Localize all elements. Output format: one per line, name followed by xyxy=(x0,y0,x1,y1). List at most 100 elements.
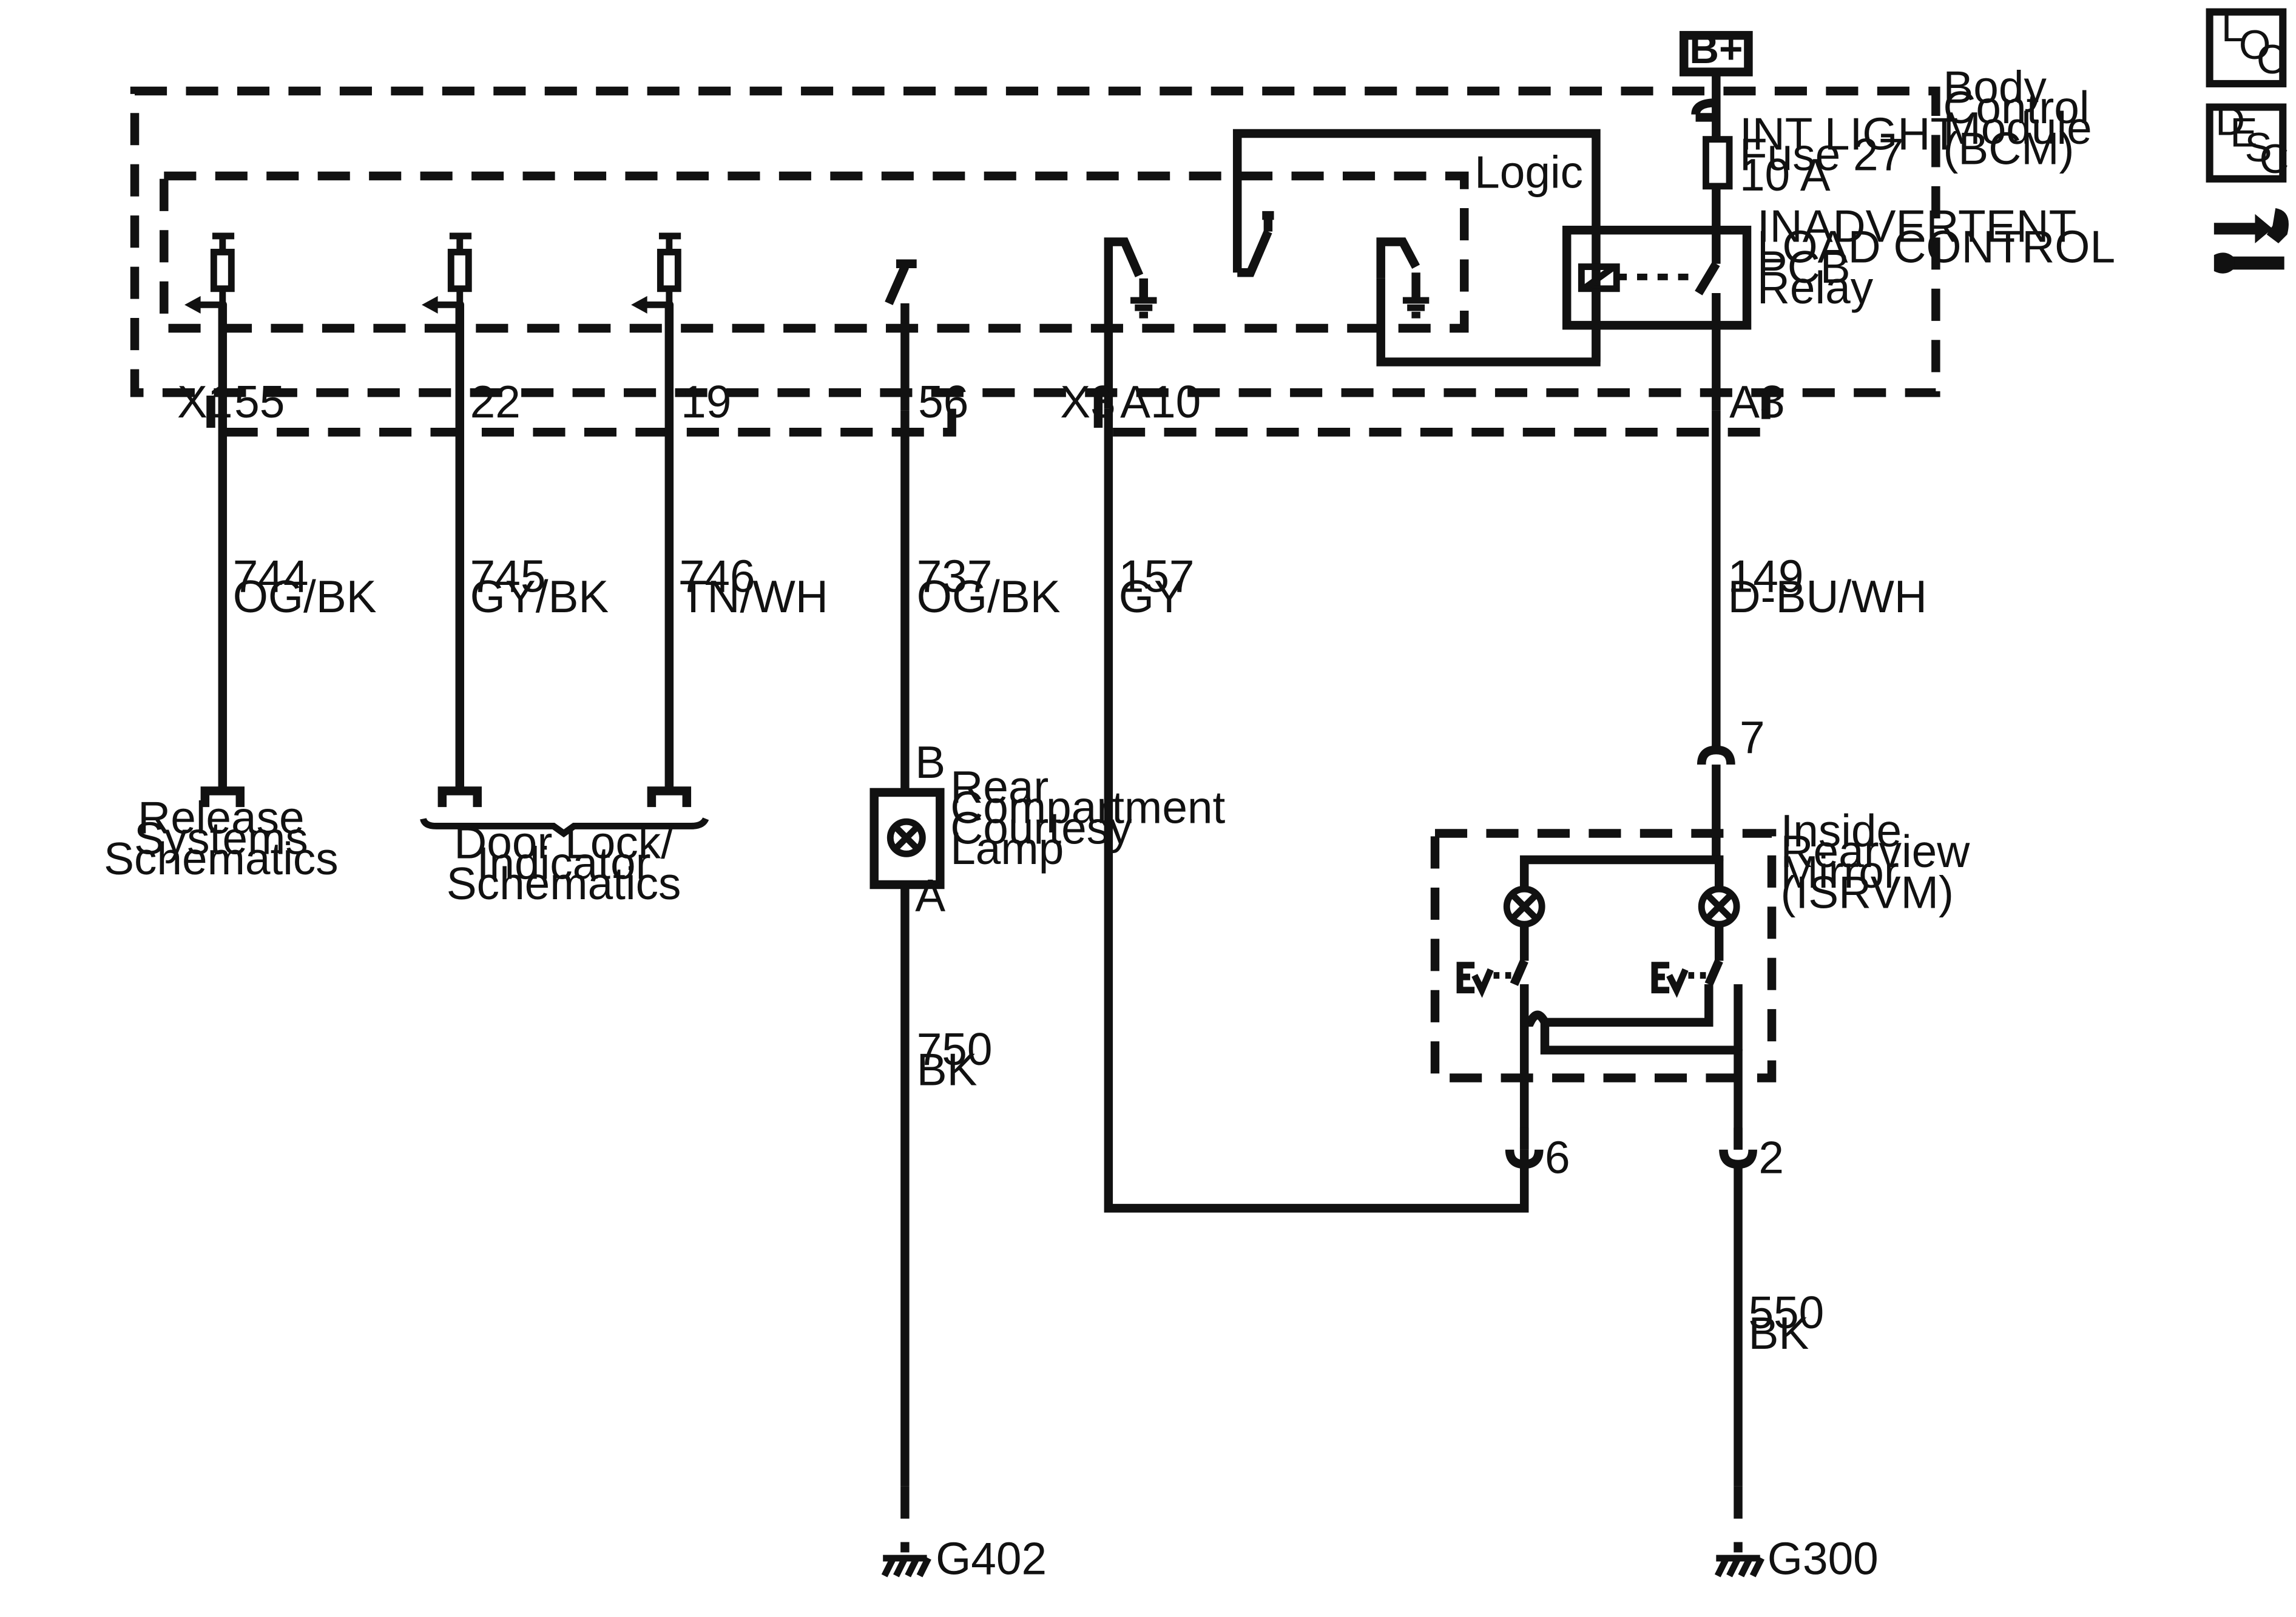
svg-text:Control: Control xyxy=(1943,82,2089,133)
svg-text:6: 6 xyxy=(1545,1132,1570,1183)
rear-courtesy-lamp[interactable]: B A Rear Compartment Courtesy Lamp xyxy=(869,737,1226,921)
power-label: B+ xyxy=(1689,27,1743,72)
svg-text:BK: BK xyxy=(917,1044,977,1095)
bcm-label: Body Control Module (BCM) xyxy=(1943,61,2092,174)
svg-text:745: 745 xyxy=(470,550,546,601)
wire-157[interactable]: 157 GY xyxy=(1104,408,1529,1213)
svg-text:D-BU/WH: D-BU/WH xyxy=(1728,571,1927,622)
lamp-pin-a: A xyxy=(915,869,945,920)
fuse-id: Fuse 27 xyxy=(1740,129,1903,180)
svg-text:(ISRVM): (ISRVM) xyxy=(1781,867,1954,918)
svg-text:Compartment: Compartment xyxy=(950,782,1225,833)
svg-text:746: 746 xyxy=(680,550,755,601)
door-lock-ref[interactable]: Door Lock/ Indicator Schematics xyxy=(420,817,709,910)
svg-text:G402: G402 xyxy=(936,1533,1047,1584)
output-driver-19 xyxy=(631,232,681,314)
ground-g300[interactable]: G300 xyxy=(1714,1533,1879,1584)
connector-repair-icon[interactable] xyxy=(2213,208,2289,274)
connector-pin-2[interactable]: 2 xyxy=(1719,1127,1784,1183)
svg-text:C: C xyxy=(2257,37,2286,83)
svg-text:LOAD CONTROL: LOAD CONTROL xyxy=(1757,221,2115,272)
svg-text:Lamp: Lamp xyxy=(950,823,1064,874)
connector-pin-6[interactable]: 6 xyxy=(1505,1127,1570,1183)
svg-text:OG/BK: OG/BK xyxy=(233,571,377,622)
pin-a10: A10 xyxy=(1120,376,1201,427)
svg-text:BK: BK xyxy=(1748,1308,1809,1359)
svg-text:157: 157 xyxy=(1119,550,1195,601)
svg-text:149: 149 xyxy=(1728,550,1804,601)
wire-745[interactable]: 745 GY/BK xyxy=(437,305,609,808)
svg-text:Systems: Systems xyxy=(134,812,308,863)
wire-744[interactable]: 744 OG/BK xyxy=(200,305,377,808)
isrvm-lamp-right xyxy=(1698,885,1740,928)
isrvm-label: Inside Rearview Mirror (ISRVM) xyxy=(1781,805,1971,917)
fuse-rating: 10 A xyxy=(1740,149,1831,200)
power-source[interactable]: B+ xyxy=(1680,27,1753,76)
bcm-boundary xyxy=(130,86,1940,397)
connector-x1[interactable]: X1 55 22 19 56 xyxy=(177,376,968,437)
svg-text:Module: Module xyxy=(1943,103,2092,154)
svg-text:(BCM): (BCM) xyxy=(1943,123,2074,174)
svg-text:GY: GY xyxy=(1119,571,1184,622)
logic-label: Logic xyxy=(1474,146,1583,197)
svg-text:PCB: PCB xyxy=(1757,241,1851,292)
wire-550[interactable]: 550 BK xyxy=(1734,1164,1825,1553)
svg-text:Courtesy: Courtesy xyxy=(950,802,1132,853)
svg-text:750: 750 xyxy=(917,1024,993,1075)
output-driver-55 xyxy=(184,232,235,314)
svg-text:TN/WH: TN/WH xyxy=(680,571,828,622)
svg-text:D: D xyxy=(2215,98,2245,144)
wire-750[interactable]: 750 BK xyxy=(900,884,993,1553)
svg-text:Schematics: Schematics xyxy=(104,833,339,884)
output-driver-22 xyxy=(422,232,472,314)
svg-text:Inside: Inside xyxy=(1781,805,1902,856)
pin-19: 19 xyxy=(681,376,731,427)
int-light-fuse[interactable]: INT LIGHT Fuse 27 10 A xyxy=(1703,109,1958,201)
svg-text:Indicator: Indicator xyxy=(477,837,651,888)
pin-22: 22 xyxy=(470,376,521,427)
svg-text:7: 7 xyxy=(1740,712,1765,763)
svg-text:Rear: Rear xyxy=(950,761,1048,812)
svg-text:737: 737 xyxy=(917,550,993,601)
logic-ground-switch xyxy=(1376,237,1430,319)
svg-text:Mirror: Mirror xyxy=(1781,846,1899,897)
release-systems-ref[interactable]: Release Systems Schematics xyxy=(104,792,339,885)
svg-text:GY/BK: GY/BK xyxy=(470,571,609,622)
description-icon[interactable]: D E S C xyxy=(2206,98,2289,183)
svg-text:Relay: Relay xyxy=(1757,262,1874,313)
svg-text:Release: Release xyxy=(138,792,304,843)
power-feed-wire xyxy=(1691,72,1721,140)
electrochromic-symbol-left xyxy=(1456,962,1494,998)
svg-text:550: 550 xyxy=(1748,1287,1824,1338)
ground-g402[interactable]: G402 xyxy=(881,1533,1047,1584)
svg-text:744: 744 xyxy=(233,550,309,601)
svg-text:Body: Body xyxy=(1943,61,2047,112)
isrvm-lamp-left xyxy=(1503,885,1545,928)
svg-text:O: O xyxy=(2239,22,2271,68)
fuse-name: INT LIGHT xyxy=(1740,109,1958,160)
svg-text:OG/BK: OG/BK xyxy=(917,571,1061,622)
logic-loop-wire xyxy=(1232,129,1601,366)
isrvm-boundary xyxy=(1430,829,1777,1082)
svg-text:C: C xyxy=(2260,137,2289,182)
electrochromic-symbol-right xyxy=(1651,962,1689,998)
logic-switch xyxy=(1237,211,1274,277)
wire-737[interactable]: 737 OG/BK xyxy=(900,410,1061,792)
svg-text:Door Lock/: Door Lock/ xyxy=(454,817,674,868)
isrvm-internal-wiring xyxy=(1493,855,1743,1150)
svg-text:S: S xyxy=(2245,125,2272,170)
connector-x3[interactable]: X3 A10 A3 xyxy=(1060,376,1785,437)
pin-55: 55 xyxy=(234,376,285,427)
location-icon[interactable]: L O C xyxy=(2206,5,2287,87)
svg-text:G300: G300 xyxy=(1768,1533,1879,1584)
svg-text:2: 2 xyxy=(1758,1132,1784,1183)
pin-a3: A3 xyxy=(1729,376,1784,427)
wire-149[interactable]: 149 D-BU/WH xyxy=(1712,410,1927,750)
connector-pin-7[interactable]: 7 xyxy=(1697,712,1765,859)
lamp-pin-b: B xyxy=(915,737,945,788)
wire-746[interactable]: 746 TN/WH xyxy=(647,305,828,808)
load-control-relay[interactable] xyxy=(1562,226,1752,411)
relay-label: INADVERTENT LOAD CONTROL PCB Relay xyxy=(1757,201,2115,313)
svg-text:Schematics: Schematics xyxy=(447,858,681,909)
